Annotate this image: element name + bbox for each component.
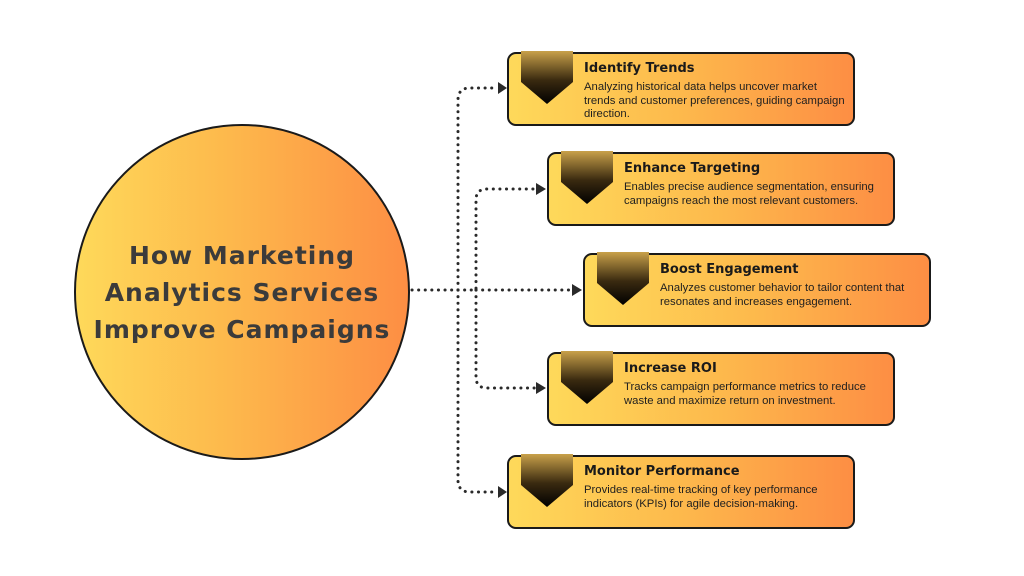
card-boost-engagement: Boost Engagement Analyzes customer behav…: [583, 252, 931, 327]
card-identify-trends: Identify Trends Analyzing historical dat…: [507, 51, 855, 126]
card-title: Enhance Targeting: [624, 161, 761, 176]
connector-2: [456, 187, 538, 292]
card-title: Increase ROI: [624, 361, 717, 376]
arrow-head-4: [536, 382, 546, 394]
card-description: Provides real-time tracking of key perfo…: [584, 484, 818, 510]
card-monitor-performance: Monitor Performance Provides real-time t…: [507, 454, 855, 529]
card-enhance-targeting: Enhance Targeting Enables precise audien…: [547, 151, 895, 226]
chevron-badge-icon: [597, 252, 649, 305]
chevron-badge-icon: [521, 454, 573, 507]
card-description: Enables precise audience segmentation, e…: [624, 181, 874, 207]
arrow-head-5: [498, 486, 507, 498]
chevron-badge-icon: [561, 151, 613, 204]
card-title: Boost Engagement: [660, 262, 799, 277]
chevron-badge-icon: [521, 51, 573, 104]
card-description: Tracks campaign performance metrics to r…: [624, 381, 866, 407]
central-title: How Marketing Analytics Services Improve…: [93, 240, 391, 344]
chevron-badge-icon: [561, 351, 613, 404]
card-description: Analyzing historical data helps uncover …: [584, 81, 845, 120]
connector-4: [474, 288, 538, 390]
central-circle: How Marketing Analytics Services Improve…: [74, 124, 410, 460]
card-title: Identify Trends: [584, 61, 695, 76]
card-increase-roi: Increase ROI Tracks campaign performance…: [547, 351, 895, 426]
connector-5: [456, 288, 500, 494]
card-title: Monitor Performance: [584, 464, 740, 479]
arrow-head-1: [498, 82, 507, 94]
arrow-head-3: [572, 284, 582, 296]
card-description: Analyzes customer behavior to tailor con…: [660, 282, 905, 308]
arrow-head-2: [536, 183, 546, 195]
